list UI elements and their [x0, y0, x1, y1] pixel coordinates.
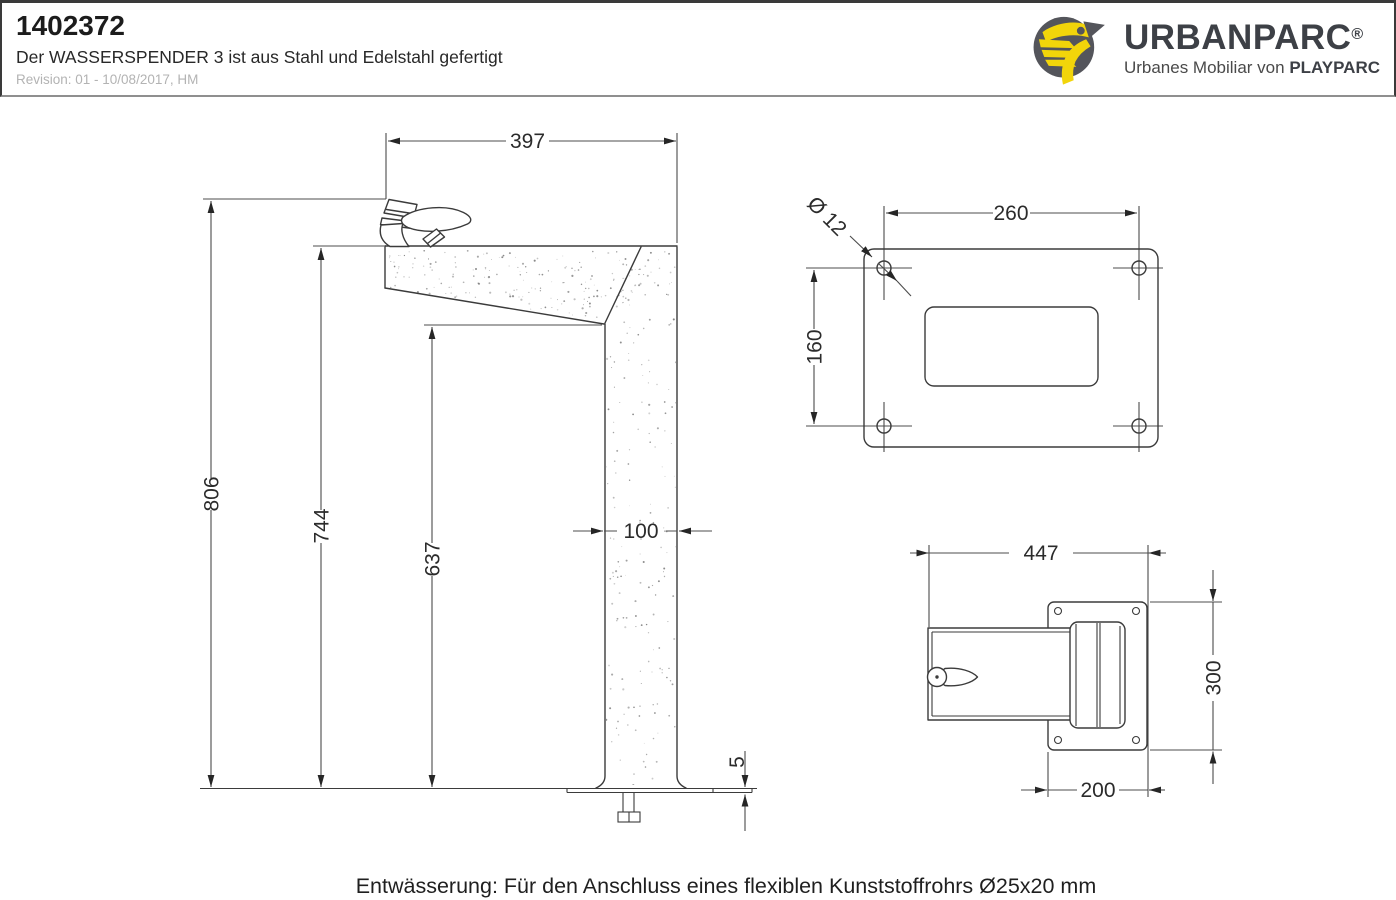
front-view: 397 806 744 637 [200, 130, 757, 831]
revision-note: Revision: 01 - 10/08/2017, HM [16, 71, 199, 87]
dim-plate-length: 300 [1203, 570, 1226, 784]
dim-column-width: 100 [573, 520, 712, 543]
dim-447-label: 447 [1023, 542, 1058, 565]
dim-basin-height: 744 [311, 248, 334, 787]
registered-mark: ® [1351, 26, 1364, 43]
dim-total-height: 806 [201, 201, 224, 787]
dim-hole-diameter: Ø 12 [802, 192, 912, 297]
dim-diameter-label: Ø 12 [802, 192, 850, 240]
dim-744-label: 744 [311, 508, 334, 543]
dim-397-label: 397 [510, 130, 545, 153]
dim-5-label: 5 [726, 756, 749, 768]
dim-outlet-height: 637 [422, 327, 445, 787]
front-extension-lines [203, 133, 678, 326]
mounting-plate-outline [863, 248, 1159, 448]
dim-plate-width: 200 [1021, 779, 1165, 802]
dim-total-depth: 447 [910, 542, 1166, 565]
dim-hole-pitch-width: 260 [886, 202, 1137, 225]
drainage-note: Entwässerung: Für den Anschluss eines fl… [356, 874, 1097, 898]
column-top-view [1069, 621, 1126, 729]
drain-connector [617, 792, 641, 823]
tagline-brand: PLAYPARC [1289, 58, 1380, 77]
dim-160-label: 160 [804, 329, 827, 364]
dim-260-label: 260 [993, 202, 1028, 225]
dim-300-label: 300 [1203, 660, 1226, 695]
brand-text: URBANPARC® Urbanes Mobiliar von PLAYPARC [1124, 20, 1380, 78]
dispenser-outline [384, 245, 687, 789]
brand-name-text: URBANPARC [1123, 18, 1352, 57]
header-text-block: 1402372 Der WASSERSPENDER 3 ist aus Stah… [2, 3, 503, 95]
wall-plate-holes [1053, 606, 1141, 745]
part-number: 1402372 [16, 10, 126, 41]
urbanparc-bird-icon [1033, 16, 1105, 85]
tagline-prefix: Urbanes Mobiliar von [1123, 58, 1290, 77]
base-plate-side [200, 787, 757, 794]
header: 1402372 Der WASSERSPENDER 3 ist aus Stah… [0, 0, 1396, 97]
faucet-bubbler [379, 198, 472, 248]
base-plate-view: 260 160 Ø 12 [802, 192, 1163, 452]
dim-plate-thickness: 5 [726, 751, 749, 831]
dim-100-label: 100 [623, 520, 658, 543]
dim-637-label: 637 [422, 541, 445, 576]
hole-centerlines [806, 206, 1163, 452]
dim-200-label: 200 [1080, 779, 1115, 802]
part-description: Der WASSERSPENDER 3 ist aus Stahl und Ed… [16, 46, 503, 67]
bolt-holes [876, 260, 1147, 434]
plate-center-cutout [924, 306, 1099, 387]
column-texture [606, 249, 676, 785]
top-view: 447 300 200 [910, 542, 1226, 802]
bird-eye [1076, 26, 1085, 35]
dim-width-top: 397 [388, 130, 676, 153]
brand-tagline: Urbanes Mobiliar von PLAYPARC [1124, 58, 1380, 78]
brand-logo: URBANPARC® Urbanes Mobiliar von PLAYPARC [1030, 3, 1394, 95]
brand-name: URBANPARC® [1124, 20, 1380, 55]
dim-806-label: 806 [201, 476, 224, 511]
faucet-top-view [926, 666, 979, 688]
dim-hole-pitch-depth: 160 [804, 270, 827, 424]
